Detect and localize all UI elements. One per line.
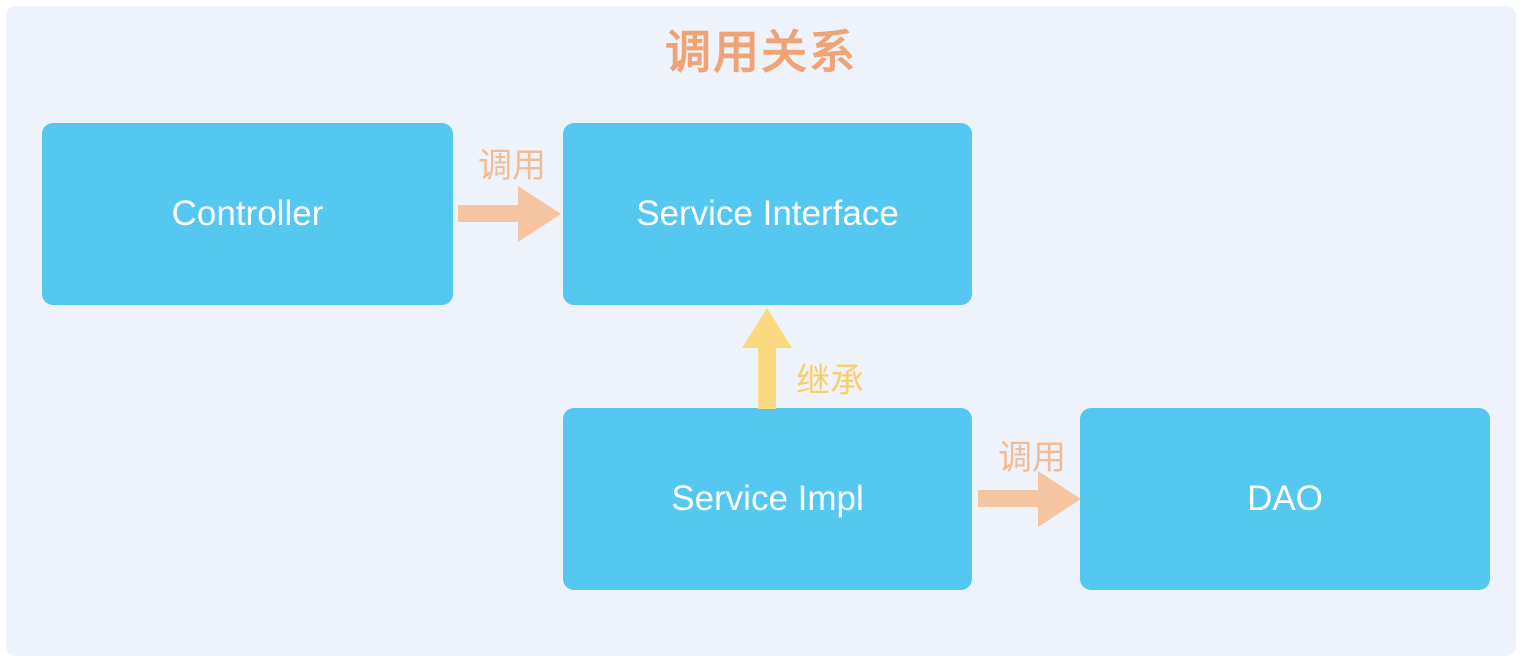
node-service-impl: Service Impl [563, 408, 972, 590]
node-service-interface: Service Interface [563, 123, 972, 305]
right-arrow-icon [1038, 471, 1081, 527]
edge-call-impl-dao-label: 调用 [998, 439, 1066, 477]
node-controller-label: Controller [171, 194, 324, 233]
edge-call-controller-service-label: 调用 [478, 147, 546, 185]
up-arrow-icon [742, 308, 792, 348]
edge-inherit-impl-interface-arrow-shaft [758, 345, 776, 409]
node-dao-label: DAO [1247, 479, 1323, 518]
diagram-title: 调用关系 [665, 26, 857, 78]
diagram-canvas: 调用关系 Controller Service Interface Servic… [6, 6, 1516, 656]
node-service-impl-label: Service Impl [671, 479, 864, 518]
edge-call-controller-service-arrow-shaft [458, 205, 520, 222]
edge-call-impl-dao-arrow-shaft [978, 490, 1040, 507]
node-controller: Controller [42, 123, 453, 305]
edge-inherit-impl-interface-label: 继承 [796, 362, 864, 400]
node-service-interface-label: Service Interface [636, 194, 899, 233]
right-arrow-icon [518, 186, 561, 242]
node-dao: DAO [1080, 408, 1490, 590]
